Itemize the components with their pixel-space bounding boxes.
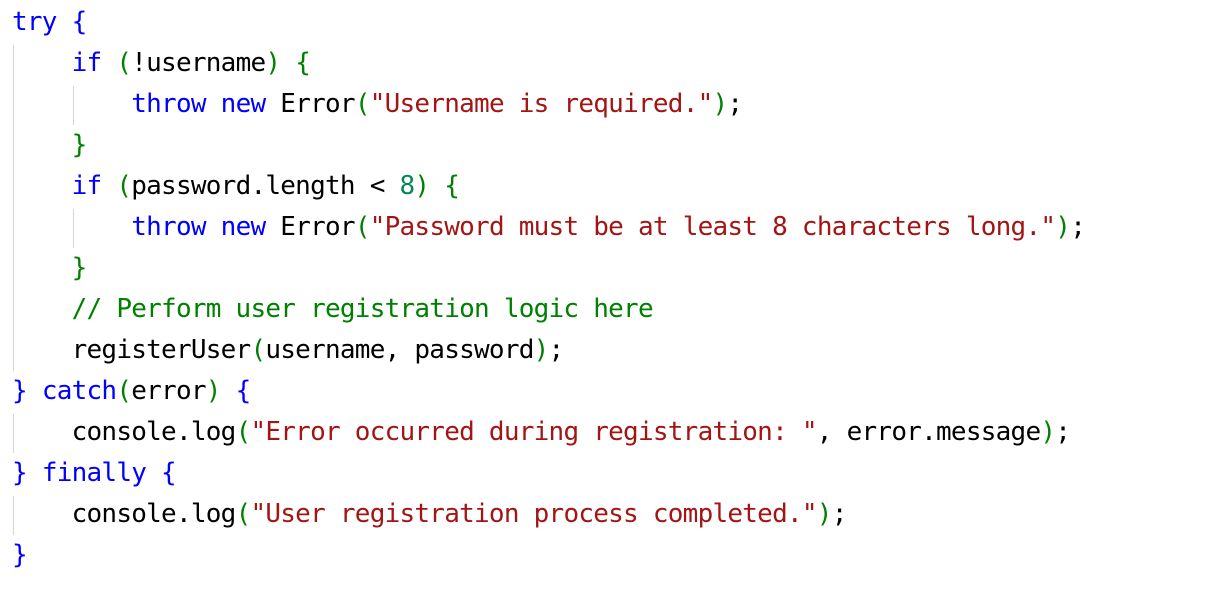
code-token (429, 171, 444, 201)
code-token: } (71, 253, 88, 283)
code-token: { (71, 7, 88, 37)
code-token (221, 376, 236, 406)
code-token: if (71, 48, 103, 78)
code-line[interactable]: console.log("Error occurred during regis… (12, 412, 1085, 453)
code-token: ; (548, 335, 565, 365)
code-line[interactable]: } (12, 125, 1085, 166)
code-token (101, 48, 116, 78)
code-token: ) (533, 335, 550, 365)
code-token: ( (116, 376, 132, 406)
code-token: throw (131, 212, 206, 242)
indent-whitespace (12, 48, 72, 78)
indent-whitespace (12, 499, 72, 529)
indent-whitespace (12, 89, 131, 119)
code-token (101, 171, 116, 201)
code-token: ( (354, 89, 371, 119)
code-line[interactable]: registerUser(username, password); (12, 330, 1085, 371)
code-token: ) (205, 376, 222, 406)
code-line[interactable]: throw new Error("Password must be at lea… (12, 207, 1086, 248)
code-token: new (220, 89, 266, 119)
code-token: ) (712, 89, 729, 119)
code-token (206, 89, 221, 119)
code-token: ) (414, 171, 430, 201)
code-token: { (161, 458, 177, 488)
code-token: "Username is required." (369, 89, 714, 119)
code-token: Error (265, 212, 355, 242)
code-token: ( (354, 212, 371, 242)
indent-whitespace (12, 335, 72, 365)
code-line[interactable]: } catch(error) { (12, 371, 1085, 412)
code-token: { (235, 376, 252, 406)
code-line[interactable]: } finally { (12, 453, 1085, 494)
code-token: error (131, 376, 206, 406)
code-token: ; (1055, 417, 1071, 447)
code-token: finally (41, 458, 147, 488)
code-token (27, 458, 42, 488)
code-token: username, password (265, 335, 534, 365)
code-line[interactable]: if (!username) { (12, 43, 1085, 84)
code-token (206, 212, 221, 242)
code-token: } (71, 130, 88, 160)
code-token: "Error occurred during registration: " (250, 417, 817, 447)
code-token (27, 376, 42, 406)
code-token (280, 48, 295, 78)
code-token: ; (727, 89, 743, 119)
code-token: { (444, 171, 460, 201)
code-line[interactable]: } (12, 248, 1085, 289)
indent-guide (13, 414, 14, 453)
code-token: registerUser (71, 335, 252, 365)
code-token: ( (116, 48, 132, 78)
code-token: 8 (399, 171, 416, 201)
code-token: ) (816, 499, 833, 529)
indent-whitespace (12, 212, 131, 242)
indent-whitespace (12, 171, 72, 201)
indent-guide (13, 45, 14, 371)
code-token: ( (250, 335, 266, 365)
code-token: ) (1055, 212, 1071, 242)
indent-whitespace (12, 130, 72, 160)
code-token: } (12, 376, 28, 406)
code-token: , error.message (816, 417, 1041, 447)
code-token (57, 7, 72, 37)
code-line[interactable]: try { (12, 2, 1085, 43)
code-token: ( (235, 417, 252, 447)
code-token: ; (831, 499, 848, 529)
code-token: Error (265, 89, 355, 119)
code-token: ) (265, 48, 281, 78)
code-token: password.length < (131, 171, 400, 201)
code-token: ( (235, 499, 252, 529)
code-line[interactable]: } (12, 535, 1085, 576)
code-token: "User registration process completed." (250, 499, 817, 529)
code-line[interactable]: // Perform user registration logic here (12, 289, 1085, 330)
indent-whitespace (12, 253, 72, 283)
code-token: ; (1070, 212, 1086, 242)
code-line[interactable]: if (password.length < 8) { (12, 166, 1085, 207)
indent-guide (72, 86, 74, 125)
code-token: console.log (71, 417, 237, 447)
code-line[interactable]: throw new Error("Username is required.")… (12, 84, 1085, 125)
code-token: ( (116, 171, 132, 201)
code-line[interactable]: console.log("User registration process c… (12, 494, 1085, 535)
indent-guide (13, 496, 14, 535)
code-token: catch (41, 376, 117, 406)
code-token: throw (131, 89, 206, 119)
code-token: try (12, 7, 57, 37)
code-token (146, 458, 161, 488)
code-token: new (220, 212, 266, 242)
code-token: { (295, 48, 311, 78)
code-token: ) (1040, 417, 1056, 447)
indent-whitespace (12, 294, 72, 324)
code-token: console.log (71, 499, 237, 529)
code-token: } (12, 540, 28, 570)
code-token: } (12, 458, 28, 488)
code-token: if (71, 171, 103, 201)
code-token: // Perform user registration logic here (71, 294, 654, 324)
code-token: "Password must be at least 8 characters … (369, 212, 1056, 242)
code-block[interactable]: try { if (!username) { throw new Error("… (12, 2, 1086, 576)
indent-guide (72, 209, 74, 248)
code-token: !username (131, 48, 266, 78)
indent-whitespace (12, 417, 72, 447)
